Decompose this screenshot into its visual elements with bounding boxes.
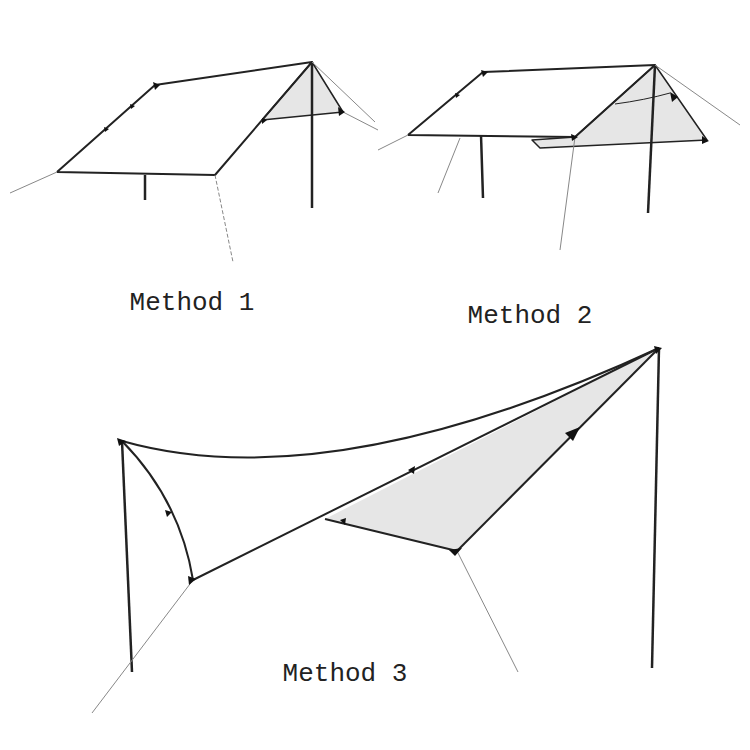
method-label: Method 2: [468, 303, 593, 329]
method-label: Method 3: [283, 661, 408, 687]
method-label: Method 1: [130, 290, 255, 316]
